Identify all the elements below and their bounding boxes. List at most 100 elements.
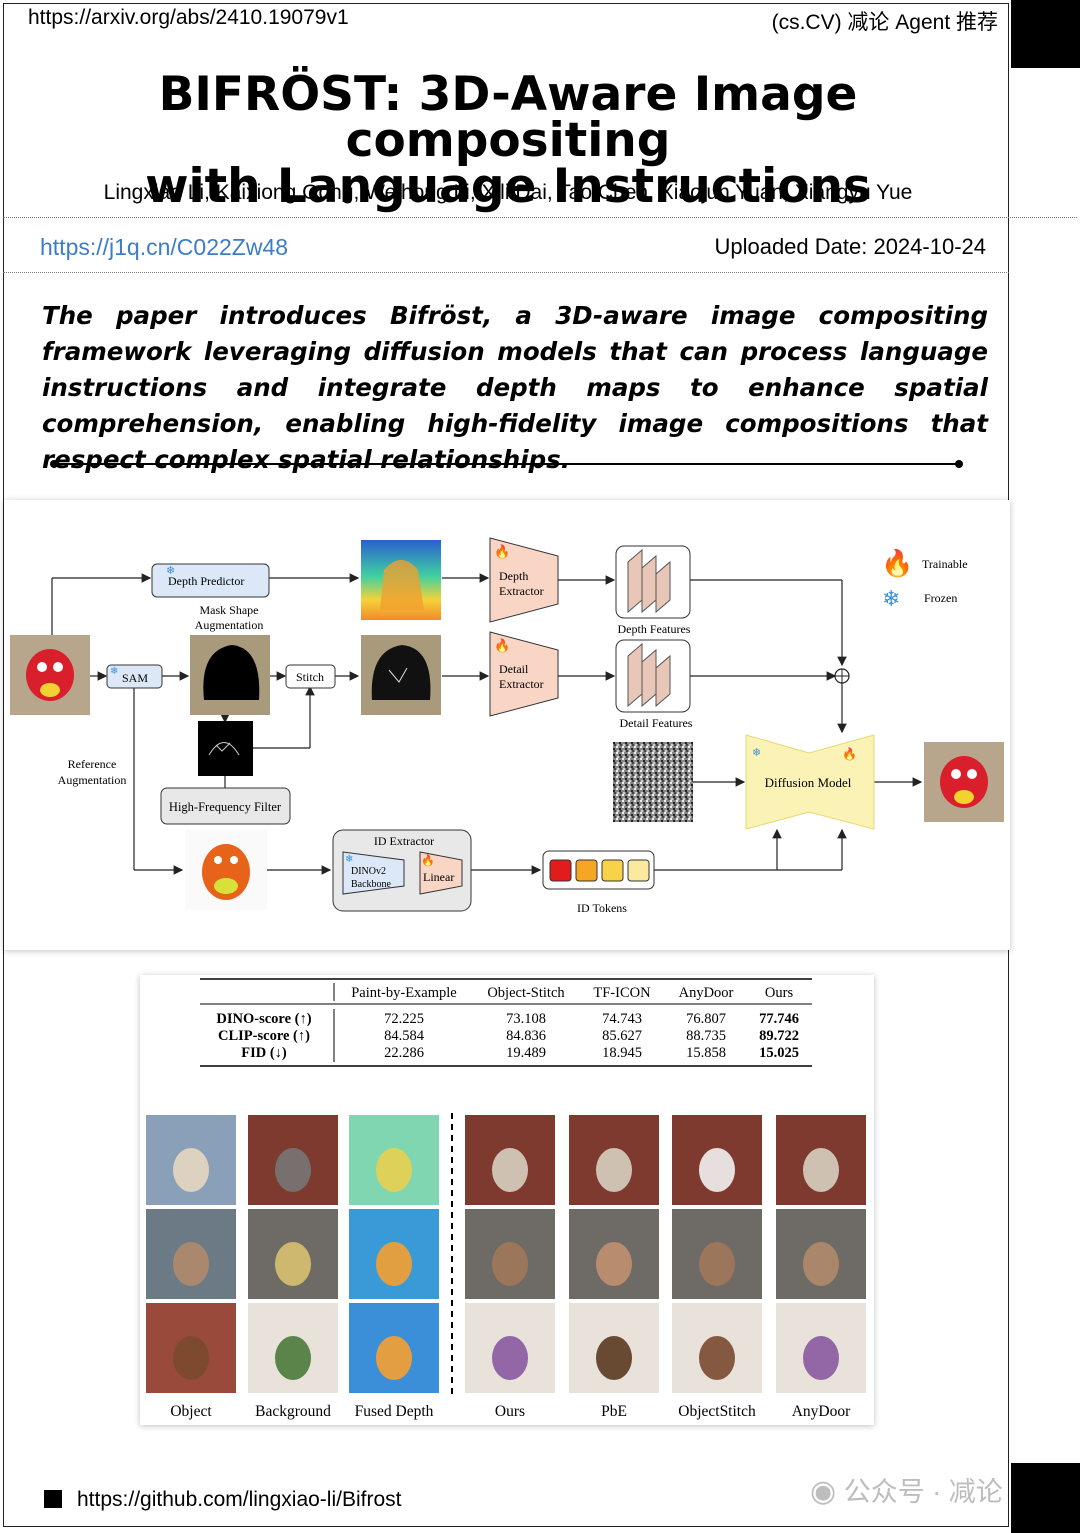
separator-1 <box>3 217 1077 218</box>
grid-column-label: Fused Depth <box>355 1403 434 1420</box>
grid-column-label: Background <box>255 1403 331 1420</box>
grid-column-label: AnyDoor <box>792 1403 851 1420</box>
table-cell: 22.286 <box>384 1045 424 1061</box>
thumbnail-subject <box>173 1148 209 1192</box>
table-cell: 76.807 <box>686 1011 726 1027</box>
thumbnail-subject <box>173 1336 209 1380</box>
table-header: TF-ICON <box>593 985 651 1001</box>
frozen-snowflake-icon: ❄ <box>882 586 900 611</box>
category-label: (cs.CV) 减论 Agent 推荐 <box>771 11 998 34</box>
fire-icon: 🔥 <box>494 638 510 653</box>
stitch-box <box>285 664 336 689</box>
detail-extractor-label-2: Extractor <box>499 677 544 691</box>
noise-image <box>613 742 693 822</box>
id-tokens-label: ID Tokens <box>577 901 627 915</box>
wechat-watermark: ◉ 公众号 · 减论 <box>810 1470 1003 1509</box>
reference-aug-label-2: Augmentation <box>58 773 127 787</box>
table-cell: 19.489 <box>506 1045 546 1061</box>
table-header: Object-Stitch <box>487 985 565 1001</box>
fire-icon: 🔥 <box>421 854 435 867</box>
table-cell: 73.108 <box>506 1011 546 1027</box>
dinov2-label-2: Backbone <box>351 879 392 890</box>
wechat-icon: ◉ <box>810 1475 837 1508</box>
depth-extractor-box <box>489 537 559 623</box>
trainable-fire-icon: 🔥 <box>881 548 913 578</box>
uploaded-date: Uploaded Date: 2024-10-24 <box>714 234 986 259</box>
thumbnail-subject <box>376 1242 412 1286</box>
github-link[interactable]: https://github.com/lingxiao-li/Bifrost <box>77 1488 402 1511</box>
table-cell: 72.225 <box>384 1011 424 1027</box>
thumbnail-subject <box>699 1242 735 1286</box>
thumbnail-subject <box>275 1242 311 1286</box>
grid-column-label: Object <box>170 1403 212 1420</box>
thumbnail-subject <box>492 1148 528 1192</box>
hf-filter-label: High-Frequency Filter <box>169 800 282 814</box>
mask-image <box>190 635 270 715</box>
short-link[interactable]: https://j1q.cn/C022Zw48 <box>40 234 289 260</box>
snowflake-icon: ❄ <box>752 747 761 759</box>
high-frequency-image <box>198 721 253 776</box>
thumbnail-subject <box>596 1148 632 1192</box>
mask-aug-label-2: Augmentation <box>195 618 264 632</box>
table-cell: 74.743 <box>602 1011 642 1027</box>
grid-column-label: Ours <box>495 1403 525 1420</box>
table-header: Paint-by-Example <box>351 985 457 1001</box>
grid-column-label: ObjectStitch <box>678 1403 756 1420</box>
sam-label: SAM <box>122 671 148 685</box>
stitch-label: Stitch <box>296 670 324 684</box>
sam-box <box>106 664 163 689</box>
depth-predictor-box <box>151 563 270 598</box>
thumbnail-subject <box>376 1148 412 1192</box>
corner-block-top <box>1011 0 1080 68</box>
table-metric: CLIP-score (↑) <box>218 1028 310 1044</box>
trainable-legend: Trainable <box>922 557 968 571</box>
reference-aug-label-1: Reference <box>68 757 117 771</box>
table-metric: DINO-score (↑) <box>216 1011 311 1027</box>
depth-extractor-label-1: Depth <box>499 569 528 583</box>
depth-features-label: Depth Features <box>618 622 691 636</box>
id-token <box>575 859 598 882</box>
thumbnail-subject <box>275 1148 311 1192</box>
footer-bullet <box>44 1490 62 1508</box>
id-token <box>601 859 624 882</box>
thumbnail-subject <box>596 1336 632 1380</box>
table-cell: 84.836 <box>506 1028 546 1044</box>
arxiv-url[interactable]: https://arxiv.org/abs/2410.19079v1 <box>28 6 349 29</box>
thumbnail-subject <box>275 1336 311 1380</box>
thumbnail-subject <box>803 1242 839 1286</box>
summary-divider <box>53 463 960 465</box>
table-cell: 15.858 <box>686 1045 726 1061</box>
table-cell: 85.627 <box>602 1028 642 1044</box>
thumbnail-subject <box>492 1242 528 1286</box>
frozen-legend: Frozen <box>924 591 957 605</box>
table-cell: 89.722 <box>759 1028 799 1044</box>
thumbnail-subject <box>596 1242 632 1286</box>
thumbnail-subject <box>803 1336 839 1380</box>
id-token-group <box>549 859 650 882</box>
detail-extractor-label-1: Detail <box>499 662 529 676</box>
results-svg: Paint-by-Example Object-Stitch TF-ICON AnyD… <box>146 978 866 1420</box>
dinov2-box <box>342 851 405 895</box>
reference-object-image <box>185 830 267 910</box>
id-token <box>549 859 572 882</box>
thumbnail-subject <box>492 1336 528 1380</box>
depth-extractor-label-2: Extractor <box>499 584 544 598</box>
table-header: AnyDoor <box>679 985 734 1001</box>
diffusion-model-box <box>745 734 875 830</box>
title-line-2: with Language Instructions <box>145 159 871 214</box>
high-frequency-filter-box <box>160 787 291 825</box>
divider-dot-right <box>955 460 963 468</box>
paper-title: BIFRÖST: 3D-Aware Image compositing with… <box>20 71 996 214</box>
thumbnail-subject <box>699 1148 735 1192</box>
detail-extractor-box <box>489 631 559 717</box>
table-metric: FID (↓) <box>241 1045 287 1061</box>
fire-icon: 🔥 <box>494 544 510 559</box>
table-header: Ours <box>765 985 794 1001</box>
thumbnail-subject <box>803 1148 839 1192</box>
table-cell: 88.735 <box>686 1028 726 1044</box>
dinov2-label-1: DINOv2 <box>351 866 386 877</box>
input-toy-image <box>10 635 90 715</box>
table-cell: 84.584 <box>384 1028 425 1044</box>
mask-aug-label-1: Mask Shape <box>200 603 259 617</box>
snowflake-icon: ❄ <box>166 565 175 577</box>
